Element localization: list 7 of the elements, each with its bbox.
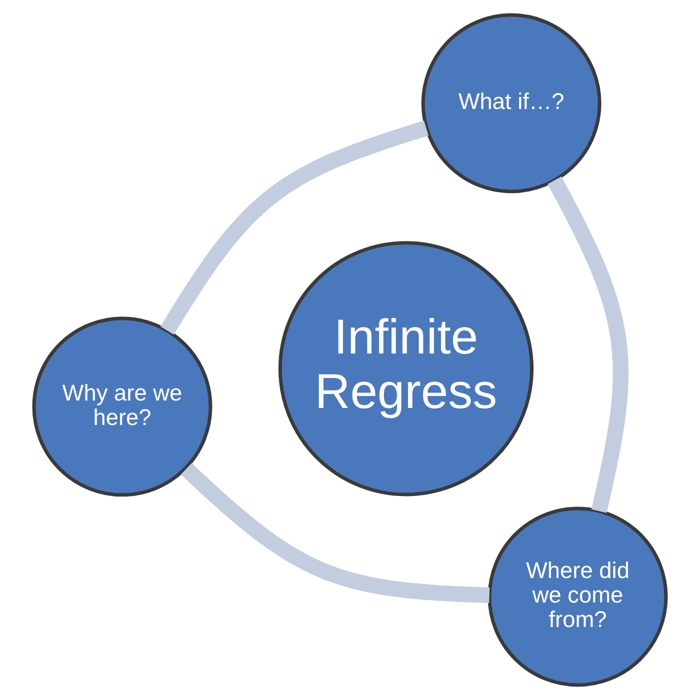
connector xyxy=(160,120,429,335)
node-circle: What if…? xyxy=(421,13,602,194)
node-circle: Infinite Regress xyxy=(278,241,534,496)
node-circle: Why are we here? xyxy=(32,316,212,497)
node-circle: Where did we come from? xyxy=(488,506,668,687)
connector xyxy=(180,463,490,604)
connector xyxy=(548,176,628,513)
